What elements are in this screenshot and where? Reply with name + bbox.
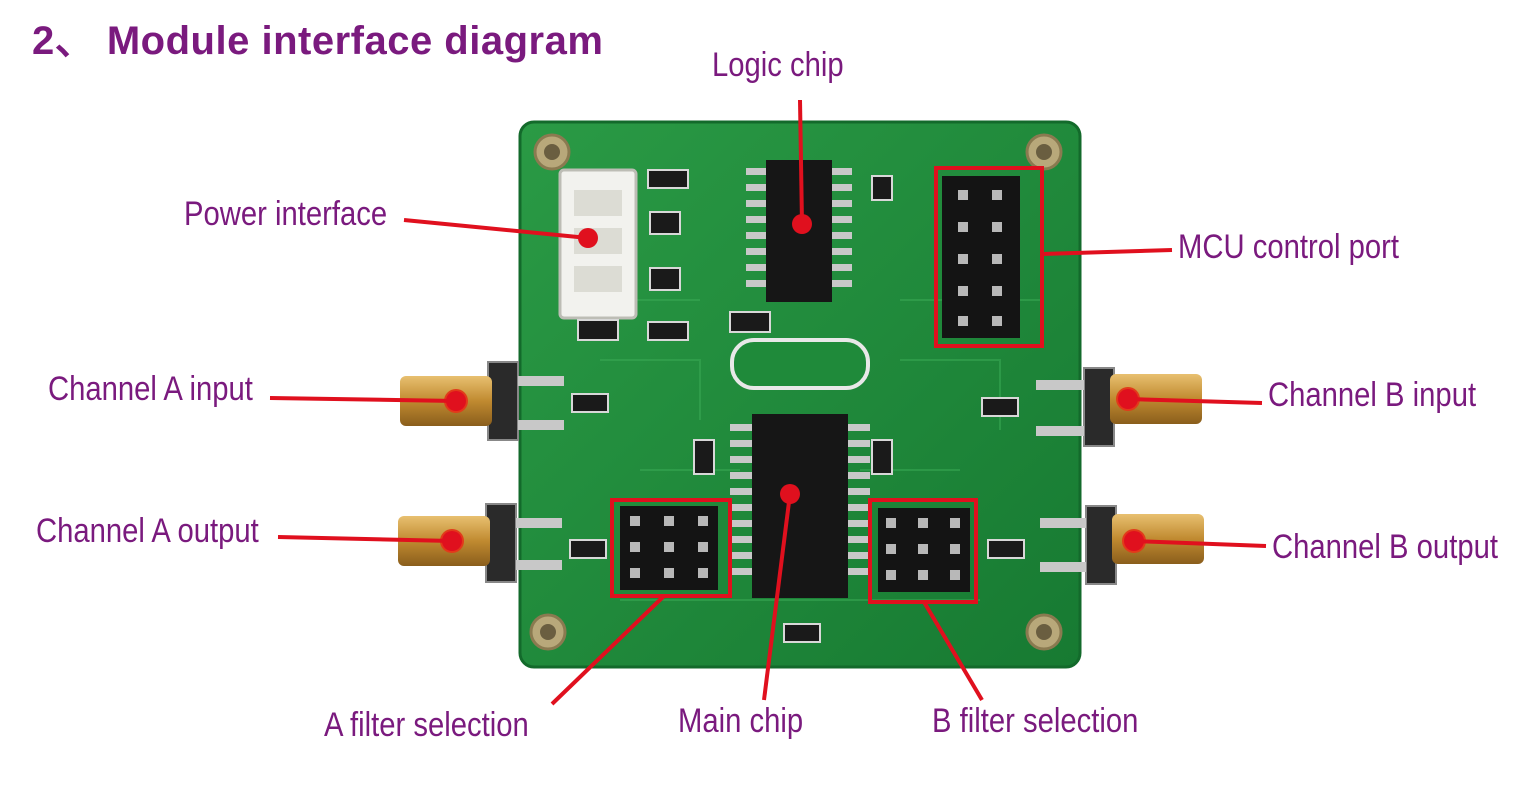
label-channel-a-output: Channel A output [36,512,259,550]
mcu-port-highlight [934,166,1044,348]
label-mcu-control-port: MCU control port [1178,228,1399,266]
leader-logic-chip [798,99,804,225]
main-chip [730,414,870,598]
leader-power-interface [403,218,589,240]
sma-connector-b-output [1040,505,1204,585]
b-filter-highlight [868,498,978,604]
label-b-filter-selection: B filter selection [932,702,1139,740]
label-main-chip: Main chip [678,702,804,740]
label-logic-chip: Logic chip [712,46,844,84]
leader-channel-a-input [269,396,457,403]
leader-channel-b-input [1127,397,1263,405]
leader-mcu-control-port [1041,248,1173,256]
logic-chip [746,160,852,302]
a-filter-highlight [610,498,732,598]
highlight-boxes [610,166,1044,604]
mcu-pin-header [942,176,1020,338]
label-power-interface: Power interface [184,195,388,233]
leader-main-chip [762,493,792,701]
label-a-filter-selection: A filter selection [324,706,529,744]
diagram-title: 2、 Module interface diagram [32,19,604,63]
smd-components [569,169,1025,643]
leader-channel-b-output [1133,539,1267,548]
b-filter-jumpers [878,508,970,592]
a-filter-jumpers [620,506,718,590]
label-channel-b-input: Channel B input [1268,376,1477,414]
leader-a-filter [550,594,666,706]
leader-lines [269,99,1267,706]
leader-b-filter [922,600,984,702]
label-channel-b-output: Channel B output [1272,528,1498,566]
mounting-holes [529,133,1063,651]
label-channel-a-input: Channel A input [48,370,253,408]
power-connector [558,168,638,320]
leader-channel-a-output [277,535,453,543]
crystal-oscillator [730,338,870,390]
